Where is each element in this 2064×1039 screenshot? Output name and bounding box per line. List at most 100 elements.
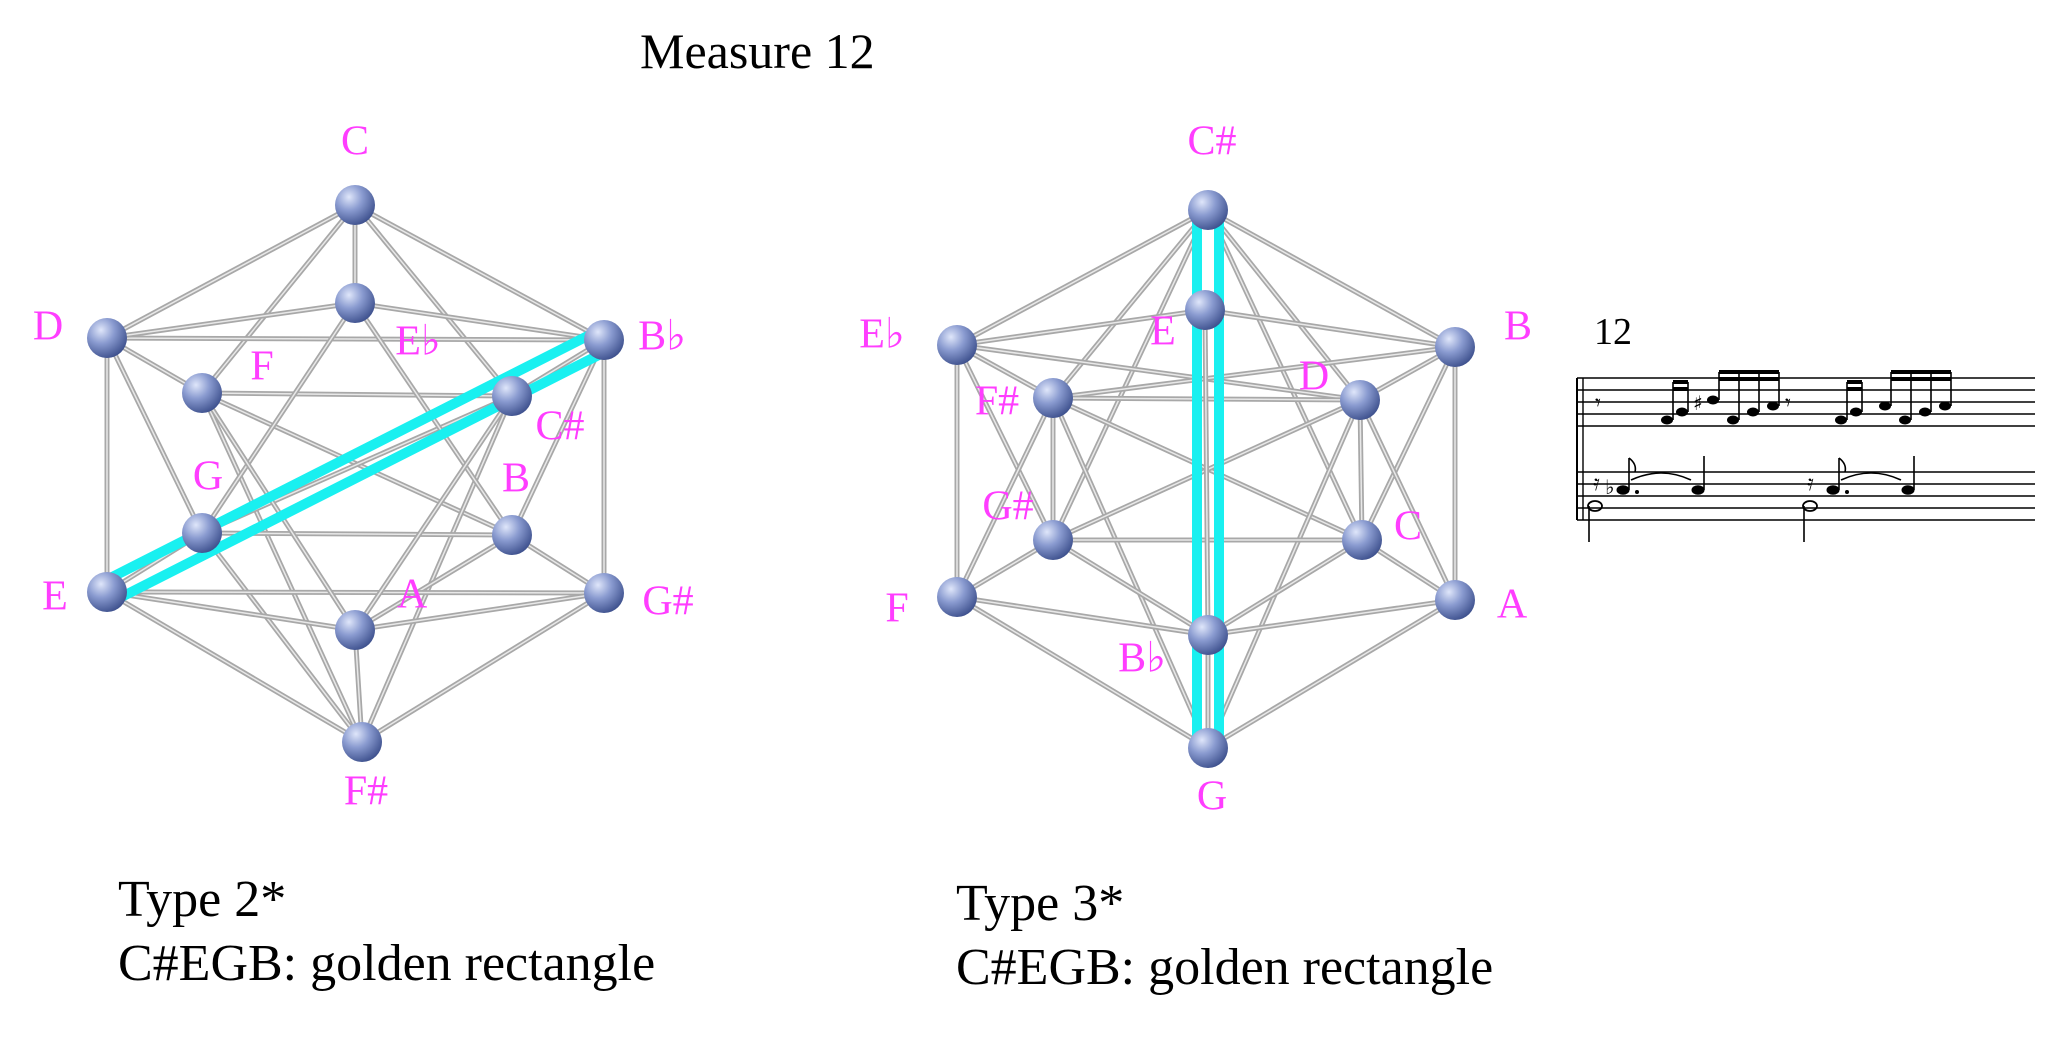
right-edge-shine-D-G: [1207, 399, 1361, 749]
svg-text:♭: ♭: [1605, 475, 1614, 499]
right-edge-shine-Gs-Bb: [1052, 539, 1209, 636]
left-icosahedron: C E♭ D B♭ F C# G B E G# A F#: [33, 119, 694, 815]
left-label-G: G: [193, 454, 223, 500]
left-edge-shine-E-Gs: [106, 591, 605, 594]
right-edge-shine-Cs-B: [1207, 209, 1456, 348]
svg-text:𝄾: 𝄾: [1785, 391, 1791, 416]
right-nodes: [937, 190, 1475, 768]
right-edge-shine-A-Bb: [1207, 599, 1456, 636]
left-edge-shine-G-Eb: [201, 302, 356, 534]
right-edge-shine-Cs-Eb: [956, 209, 1209, 346]
left-edge-shine-E-A: [106, 591, 356, 631]
left-node-Bb: [584, 320, 624, 360]
right-edge-shine-Eb-Gs: [956, 344, 1054, 541]
right-node-Gs: [1033, 520, 1073, 560]
right-node-C: [1342, 520, 1382, 560]
right-label-Cs: C#: [1187, 119, 1236, 165]
left-edge-shine-Bb-Eb: [354, 302, 605, 341]
score-measure-number: 12: [1594, 311, 1632, 353]
left-node-E: [87, 572, 127, 612]
left-edge-shine-Gs-A: [354, 592, 605, 631]
right-edge-shine-D-A: [1359, 399, 1456, 601]
left-node-Fs: [342, 722, 382, 762]
left-edge-shine-D-G: [106, 337, 203, 534]
right-edge-shine-B-Fs: [1052, 346, 1456, 399]
left-labels: C E♭ D B♭ F C# G B E G# A F#: [33, 119, 694, 815]
left-label-A: A: [397, 572, 428, 618]
right-edge-shine-Cs-D: [1207, 209, 1361, 401]
left-label-Eb: E♭: [395, 319, 440, 365]
right-label-E: E: [1150, 309, 1176, 355]
svg-text:𝄿: 𝄿: [1593, 471, 1600, 496]
left-label-Bb: B♭: [638, 314, 686, 360]
right-label-A: A: [1497, 582, 1528, 628]
right-node-Fs: [1033, 378, 1073, 418]
right-edge-shine-D-C: [1359, 399, 1363, 541]
left-edge-shine-A-F: [201, 392, 356, 631]
left-label-Fs: F#: [344, 769, 388, 815]
right-label-Bb: B♭: [1118, 636, 1166, 682]
right-node-G: [1188, 728, 1228, 768]
left-label-Gs: G#: [642, 579, 693, 625]
right-label-D: D: [1299, 354, 1329, 400]
right-edge-shine-F-Bb: [956, 596, 1209, 636]
right-node-F: [937, 577, 977, 617]
left-node-A: [335, 610, 375, 650]
right-node-Cs: [1188, 190, 1228, 230]
left-label-B: B: [502, 456, 530, 502]
right-label-Fs: F#: [975, 379, 1019, 425]
left-edge-shine-F-Fs: [201, 392, 363, 743]
right-label-F: F: [885, 586, 908, 632]
svg-text:♯: ♯: [1693, 391, 1703, 415]
right-edge-shine-Eb-D: [956, 344, 1361, 401]
left-edge-shine-Bb-B: [511, 339, 605, 536]
left-node-D: [87, 318, 127, 358]
left-caption-description: C#EGB: golden rectangle: [118, 935, 656, 992]
right-edge-shine-Cs-C: [1207, 209, 1363, 541]
right-edge-shine-Fs-G: [1052, 397, 1209, 749]
left-label-Cs: C#: [535, 404, 584, 450]
left-edge-shine-D-Eb: [106, 302, 356, 339]
left-node-C: [335, 185, 375, 225]
left-edge-shine-D-Bb: [106, 337, 605, 341]
left-edge-shine-C-Cs: [354, 204, 513, 397]
left-edge-shine-Gs-Fs: [361, 592, 605, 743]
right-label-Eb: E♭: [859, 312, 904, 358]
right-edge-shine-Fs-F: [956, 397, 1054, 598]
right-label-C: C: [1394, 504, 1422, 550]
left-node-Gs: [584, 573, 624, 613]
left-node-B: [492, 515, 532, 555]
left-edge-shine-G-Fs: [201, 532, 363, 743]
svg-text:𝄾: 𝄾: [1595, 391, 1601, 416]
left-edge-shine-A-Cs: [354, 395, 513, 631]
left-edge-shine-Cs-Fs: [361, 395, 513, 743]
right-edge-shine-B-C: [1361, 346, 1456, 541]
right-caption: Type 3* C#EGB: golden rectangle: [956, 872, 1493, 1000]
right-caption-description: C#EGB: golden rectangle: [956, 939, 1494, 996]
left-label-E: E: [42, 574, 68, 620]
left-edge-shine-E-Fs: [106, 591, 363, 743]
right-edge-shine-A-G: [1207, 599, 1456, 749]
right-node-A: [1435, 580, 1475, 620]
right-node-B: [1435, 327, 1475, 367]
left-edge-shine-B-A: [354, 534, 513, 631]
right-caption-type: Type 3*: [956, 875, 1125, 932]
right-edge-shine-Cs-Fs: [1052, 209, 1209, 399]
right-label-B: B: [1504, 304, 1532, 350]
music-score-excerpt: 𝄾 ♯ 𝄾 𝄿: [1576, 370, 2035, 542]
page-title: Measure 12: [640, 23, 875, 79]
right-node-E: [1185, 290, 1225, 330]
lower-staff-notes: 𝄿 ♭ 𝄿: [1587, 456, 1915, 542]
staff-lines: [1576, 377, 2035, 521]
left-label-C: C: [341, 119, 369, 165]
right-edge-shine-Eb-E: [956, 309, 1206, 346]
right-edge-shine-Cs-Gs: [1052, 209, 1209, 541]
left-label-F: F: [250, 344, 273, 390]
right-edge-shine-C-Bb: [1207, 539, 1363, 636]
left-label-D: D: [33, 304, 63, 350]
right-edge-shine-F-G: [956, 596, 1209, 749]
left-edge-shine-C-D: [106, 204, 356, 339]
left-caption-type: Type 2*: [118, 871, 287, 928]
